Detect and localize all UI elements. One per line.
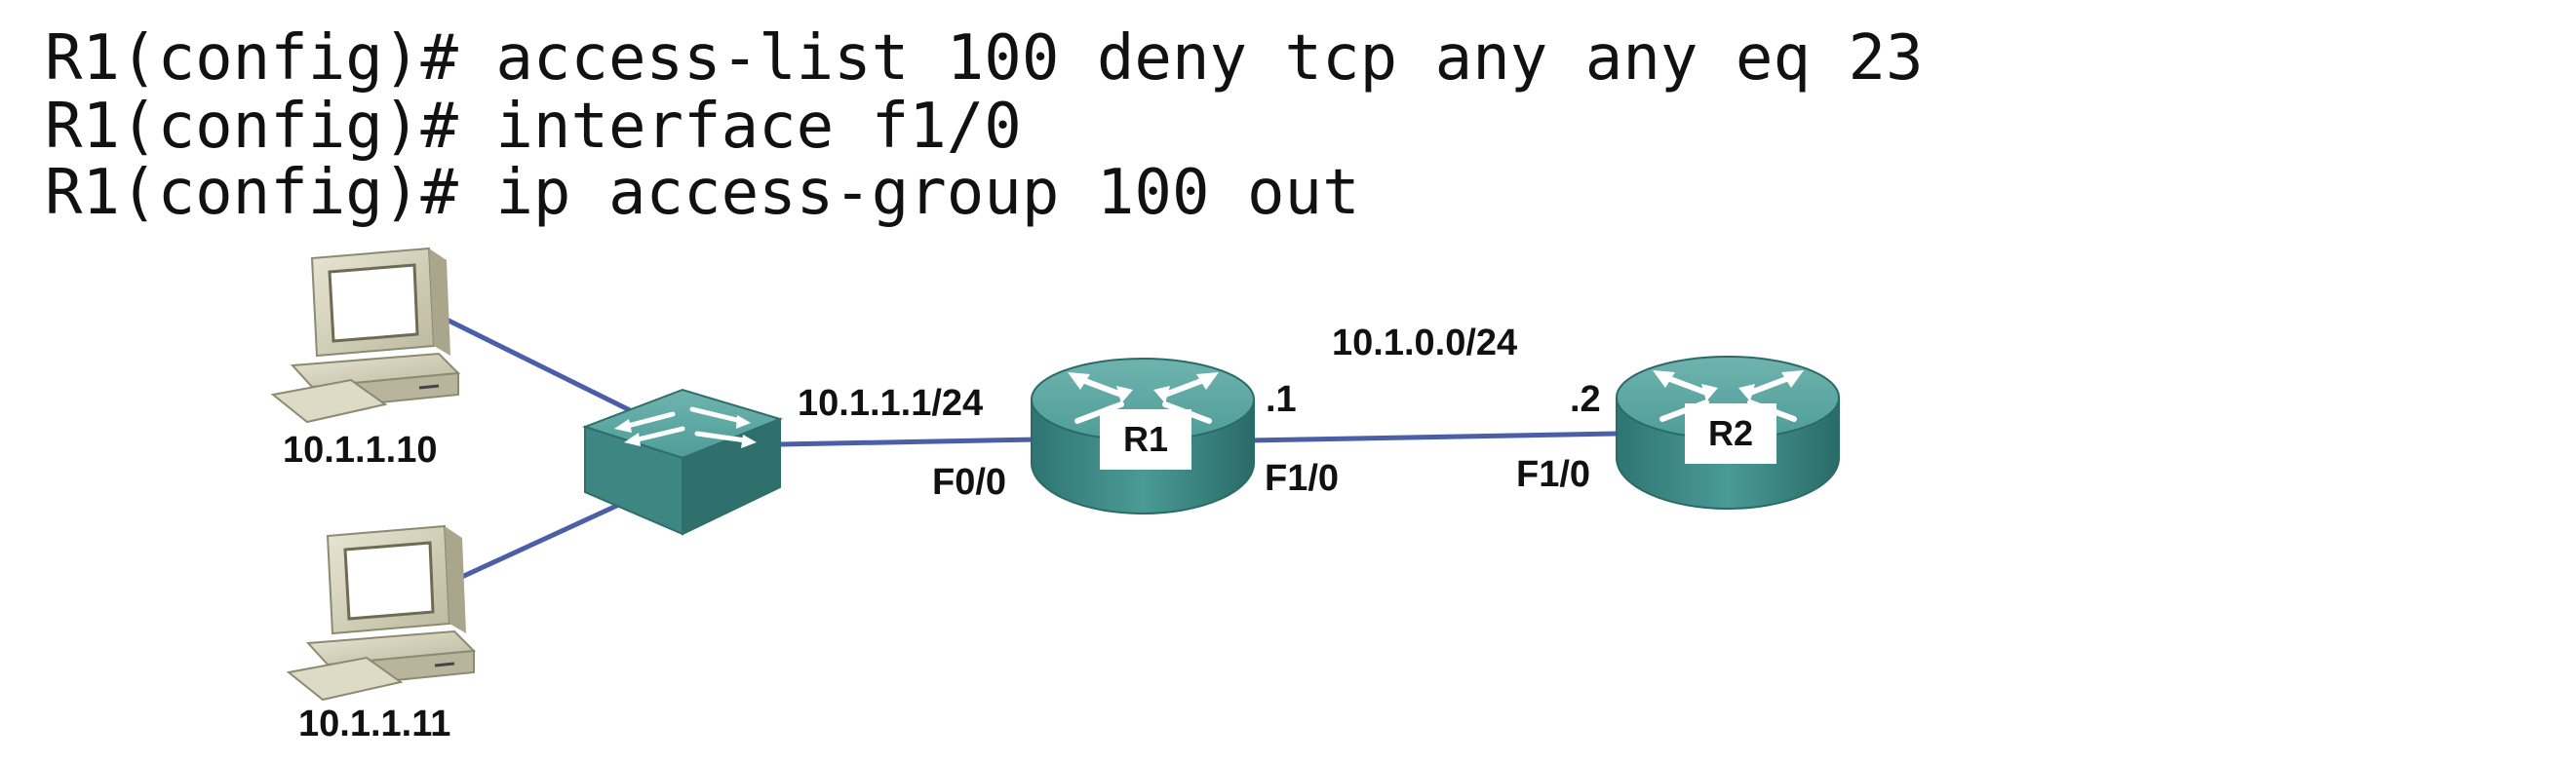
- link-pc2-switch: [439, 494, 638, 590]
- link-r1-r2: [1247, 431, 1620, 443]
- router-label-r2: R2: [1708, 413, 1754, 453]
- cli-line-access-group: R1(config)# ip access-group 100 out: [45, 157, 1360, 229]
- r1-wan-interface-label: F1/0: [1265, 458, 1340, 499]
- cli-line-access-list: R1(config)# access-list 100 deny tcp any…: [45, 22, 1924, 95]
- lan-subnet-label: 10.1.1.1/24: [798, 383, 984, 424]
- r2-wan-octet-label: .2: [1570, 379, 1601, 420]
- r2-wan-interface-label: F1/0: [1516, 454, 1591, 495]
- pc-icon: [270, 247, 461, 424]
- switch-icon: [581, 388, 784, 536]
- router-icon: [1616, 356, 1840, 510]
- wan-subnet-label: 10.1.0.0/24: [1332, 323, 1518, 363]
- host-ip-label: 10.1.1.10: [283, 430, 438, 471]
- link-switch-r1: [779, 437, 1039, 447]
- cli-line-interface: R1(config)# interface f1/0: [45, 91, 1022, 163]
- router-label-r1: R1: [1123, 419, 1169, 459]
- host-ip-label: 10.1.1.11: [298, 704, 451, 744]
- link-pc1-switch: [425, 307, 638, 416]
- r1-lan-interface-label: F0/0: [932, 462, 1007, 503]
- r1-wan-octet-label: .1: [1266, 379, 1297, 420]
- router-icon: [1031, 358, 1255, 514]
- pc-icon: [286, 524, 477, 702]
